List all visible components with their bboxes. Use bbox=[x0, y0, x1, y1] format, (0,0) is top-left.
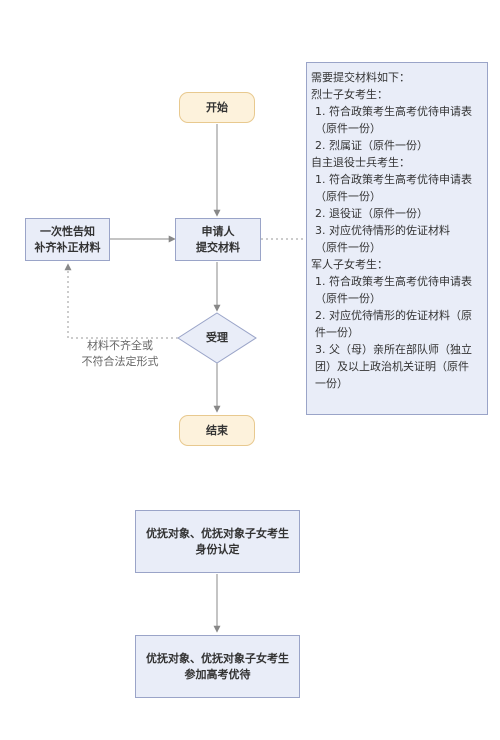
military-item-3: 3. 父（母）亲所在部队师（独立 bbox=[315, 343, 472, 356]
edge-accept-to-supplement bbox=[64, 263, 178, 339]
military-item-3-cont-2: 一份） bbox=[315, 377, 348, 390]
military-item-2-cont: 件一份） bbox=[315, 326, 359, 339]
military-item-3-cont: 团）及以上政治机关证明（原件 bbox=[315, 360, 469, 373]
supplement-node: 一次性告知 补齐补正材料 bbox=[25, 218, 110, 261]
start-label: 开始 bbox=[206, 100, 228, 114]
veteran-item-2: 2. 退役证（原件一份） bbox=[315, 207, 428, 220]
reject-edge-label: 材料不齐全或 不符合法定形式 bbox=[70, 338, 170, 370]
identity-line-2: 身份认定 bbox=[195, 542, 240, 556]
accept-label: 受理 bbox=[206, 331, 228, 344]
start-node: 开始 bbox=[179, 92, 255, 123]
group-title-military: 军人子女考生： bbox=[311, 258, 388, 271]
applicant-line-2: 提交材料 bbox=[196, 240, 240, 254]
supplement-line-2: 补齐补正材料 bbox=[34, 240, 101, 254]
end-node: 结束 bbox=[179, 415, 255, 446]
reject-label-line-1: 材料不齐全或 bbox=[87, 339, 153, 352]
martyr-item-1: 1. 符合政策考生高考优待申请表 bbox=[315, 105, 472, 118]
applicant-line-1: 申请人 bbox=[201, 224, 235, 238]
group-title-veteran: 自主退役士兵考生： bbox=[311, 156, 410, 169]
applicant-node: 申请人 提交材料 bbox=[175, 218, 261, 261]
materials-note: 需要提交材料如下： 烈士子女考生： 1. 符合政策考生高考优待申请表 （原件一份… bbox=[306, 62, 488, 415]
exam-line-2: 参加高考优待 bbox=[184, 667, 251, 681]
group-title-martyr: 烈士子女考生： bbox=[311, 88, 388, 101]
identity-node: 优抚对象、优抚对象子女考生 身份认定 bbox=[135, 510, 300, 573]
veteran-item-3-cont: （原件一份） bbox=[315, 241, 381, 254]
martyr-item-1-cont: （原件一份） bbox=[315, 122, 381, 135]
military-item-1: 1. 符合政策考生高考优待申请表 bbox=[315, 275, 472, 288]
exam-line-1: 优抚对象、优抚对象子女考生 bbox=[146, 651, 289, 665]
materials-heading: 需要提交材料如下： bbox=[311, 71, 410, 84]
military-item-1-cont: （原件一份） bbox=[315, 292, 381, 305]
identity-line-1: 优抚对象、优抚对象子女考生 bbox=[146, 526, 289, 540]
accept-diamond bbox=[177, 312, 257, 364]
reject-label-line-2: 不符合法定形式 bbox=[81, 355, 159, 368]
veteran-item-3: 3. 对应优待情形的佐证材料 bbox=[315, 224, 450, 237]
end-label: 结束 bbox=[206, 423, 228, 437]
exam-node: 优抚对象、优抚对象子女考生 参加高考优待 bbox=[135, 635, 300, 698]
veteran-item-1: 1. 符合政策考生高考优待申请表 bbox=[315, 173, 472, 186]
accept-node: 受理 bbox=[178, 326, 256, 350]
veteran-item-1-cont: （原件一份） bbox=[315, 190, 381, 203]
military-item-2: 2. 对应优待情形的佐证材料（原 bbox=[315, 309, 472, 322]
supplement-line-1: 一次性告知 bbox=[40, 224, 95, 238]
martyr-item-2: 2. 烈属证（原件一份） bbox=[315, 139, 428, 152]
